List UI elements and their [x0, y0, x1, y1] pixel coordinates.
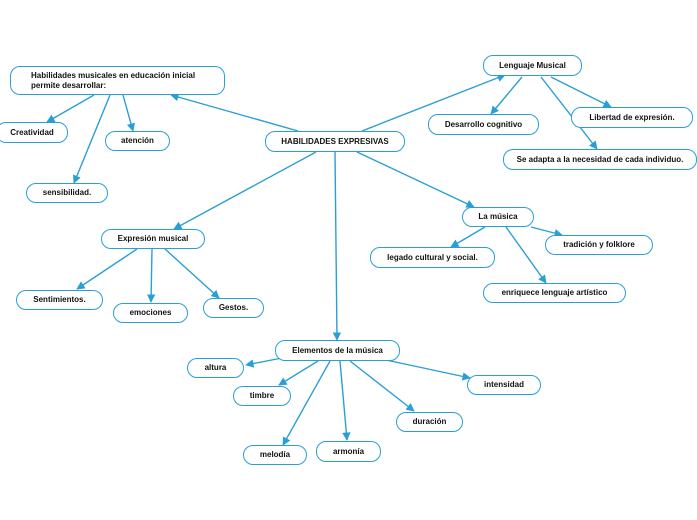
edge-musica-tradicion: [530, 226, 563, 238]
edge-lenguaje-desarrollo: [490, 76, 523, 115]
node-creatividad[interactable]: Creatividad: [0, 122, 68, 143]
edge-expresion-emociones: [146, 248, 156, 303]
edge-elementos-intensidad: [385, 359, 471, 381]
node-tradicion-label: tradición y folklore: [563, 240, 635, 250]
node-sensibilidad[interactable]: sensibilidad.: [26, 183, 108, 203]
node-desarrollo[interactable]: Desarrollo cognitivo: [428, 114, 539, 135]
node-emociones[interactable]: emociones: [113, 303, 188, 323]
node-desarrollo-label: Desarrollo cognitivo: [444, 119, 523, 129]
edge-musica-legado: [450, 226, 486, 248]
node-melodia-label: melodía: [259, 450, 291, 460]
edge-elementos-armonia: [339, 360, 351, 441]
node-gestos[interactable]: Gestos.: [203, 298, 264, 318]
node-musica[interactable]: La música: [462, 207, 534, 227]
node-legado-label: legado cultural y social.: [387, 252, 478, 262]
node-gestos-label: Gestos.: [218, 303, 249, 313]
node-armonia[interactable]: armonía: [316, 441, 381, 462]
node-emociones-label: emociones: [129, 308, 172, 318]
node-sentimientos-label: Sentimientos.: [33, 295, 86, 305]
edge-habilidades-atencion: [122, 94, 136, 132]
node-duracion-label: duración: [412, 417, 447, 427]
node-adapta-label: Se adapta a la necesidad de cada individ…: [516, 154, 684, 164]
node-altura-label: altura: [204, 363, 227, 373]
node-enriquece-label: enriquece lenguaje artístico: [501, 288, 608, 298]
edge-root-habilidades: [170, 93, 299, 132]
node-lenguaje[interactable]: Lenguaje Musical: [483, 55, 582, 76]
node-lenguaje-label: Lenguaje Musical: [499, 60, 566, 70]
edge-habilidades-creatividad: [46, 94, 95, 123]
node-expresion-label: Expresión musical: [117, 234, 189, 244]
node-sensibilidad-label: sensibilidad.: [42, 188, 92, 198]
edge-expresion-gestos: [164, 248, 220, 299]
edge-musica-enriquece: [505, 226, 547, 284]
edge-habilidades-sensibilidad: [72, 94, 111, 184]
node-habilidades[interactable]: Habilidades musicales en educación inici…: [10, 66, 225, 95]
node-timbre[interactable]: timbre: [233, 386, 291, 406]
node-elementos-label: Elementos de la música: [292, 345, 383, 355]
edge-root-expresion: [173, 151, 317, 230]
node-root[interactable]: HABILIDADES EXPRESIVAS: [265, 131, 405, 152]
edge-elementos-duracion: [349, 360, 415, 412]
node-habilidades-label: Habilidades musicales en educación inici…: [31, 71, 196, 90]
edge-root-musica: [356, 151, 475, 208]
node-melodia[interactable]: melodía: [243, 445, 307, 465]
node-atencion[interactable]: atención: [105, 131, 170, 151]
node-libertad-label: Libertad de expresión.: [589, 112, 675, 122]
node-duracion[interactable]: duración: [396, 412, 463, 432]
edge-lenguaje-adapta: [540, 76, 598, 150]
edge-elementos-melodia: [282, 360, 331, 446]
node-expresion[interactable]: Expresión musical: [101, 229, 205, 249]
node-creatividad-label: Creatividad: [10, 127, 54, 137]
node-armonia-label: armonía: [332, 446, 365, 456]
node-timbre-label: timbre: [249, 391, 275, 401]
node-sentimientos[interactable]: Sentimientos.: [16, 290, 103, 310]
edge-root-lenguaje: [361, 73, 506, 132]
node-intensidad-label: intensidad: [483, 380, 524, 390]
node-enriquece[interactable]: enriquece lenguaje artístico: [483, 283, 626, 303]
edge-expresion-sentimientos: [76, 248, 138, 290]
node-legado[interactable]: legado cultural y social.: [370, 247, 495, 268]
node-atencion-label: atención: [121, 136, 154, 146]
node-elementos[interactable]: Elementos de la música: [275, 340, 400, 361]
node-tradicion[interactable]: tradición y folklore: [545, 235, 653, 255]
node-intensidad[interactable]: intensidad: [467, 375, 541, 395]
node-altura[interactable]: altura: [187, 358, 244, 378]
node-musica-label: La música: [478, 212, 518, 222]
edge-root-elementos: [332, 151, 342, 341]
node-root-label: HABILIDADES EXPRESIVAS: [281, 136, 389, 146]
edge-lenguaje-libertad: [550, 76, 612, 108]
edge-elementos-timbre: [278, 360, 319, 386]
node-libertad[interactable]: Libertad de expresión.: [571, 107, 693, 128]
node-adapta[interactable]: Se adapta a la necesidad de cada individ…: [503, 149, 697, 170]
